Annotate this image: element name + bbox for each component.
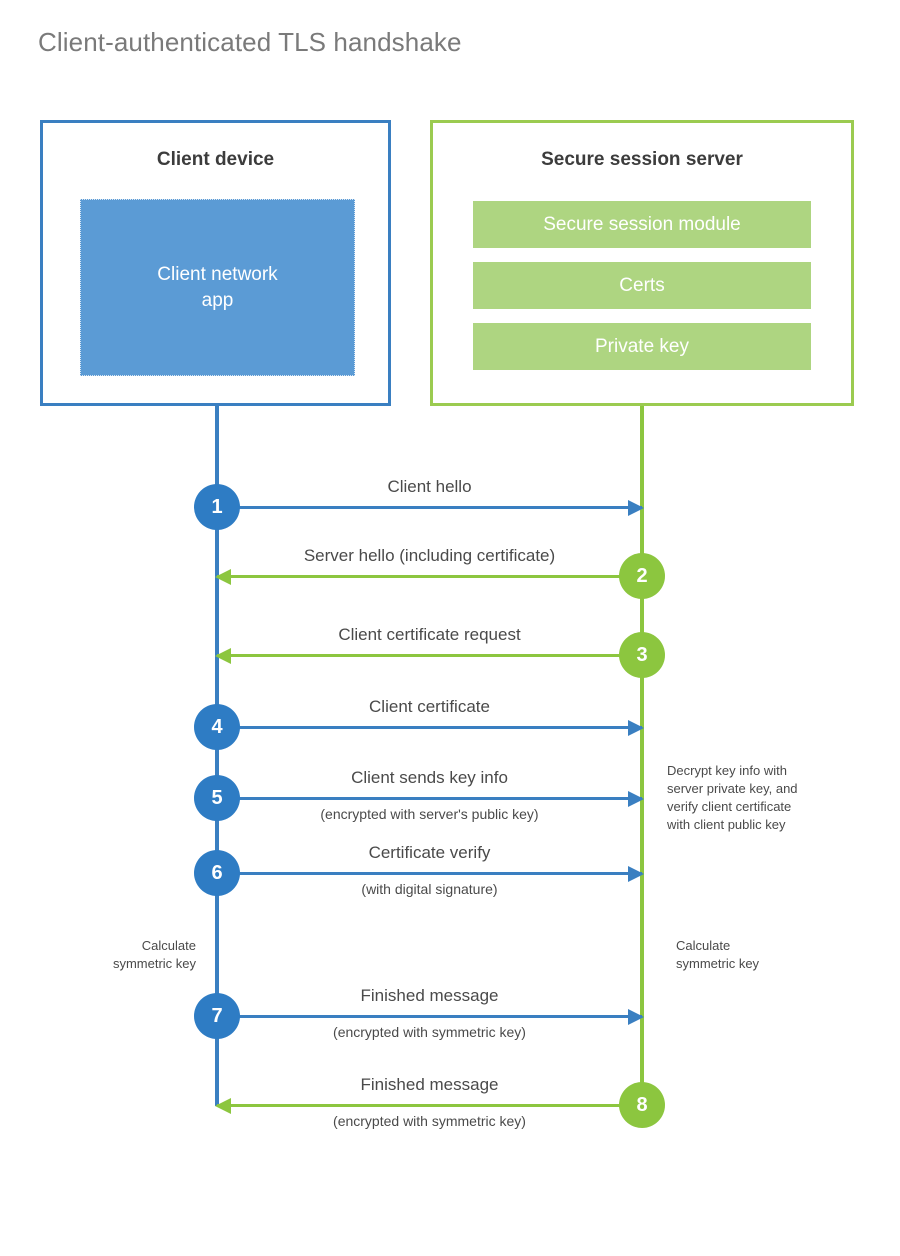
step-number-badge-5: 5	[194, 775, 240, 821]
message-label: Client certificate	[369, 697, 490, 716]
message-sublabel: (encrypted with server's public key)	[320, 806, 539, 822]
secure-session-server-box: Secure session server Secure session mod…	[430, 120, 854, 406]
message-label: Client sends key info	[351, 768, 508, 787]
arrow-head-right-icon	[628, 720, 644, 736]
arrow-head-right-icon	[628, 500, 644, 516]
message-label: Server hello (including certificate)	[303, 546, 556, 565]
arrow-shaft	[217, 506, 642, 509]
server-lifeline	[640, 406, 644, 1106]
arrow-shaft	[217, 726, 642, 729]
message-sublabel: (with digital signature)	[361, 881, 498, 897]
step-number-badge-1: 1	[194, 484, 240, 530]
server-component-private-key: Private key	[473, 323, 811, 370]
message-label: Finished message	[360, 986, 499, 1005]
client-device-title: Client device	[156, 149, 275, 170]
client-calculate-symmetric-key-note: Calculate symmetric key	[112, 938, 196, 971]
message-sublabel: (encrypted with symmetric key)	[333, 1024, 526, 1040]
secure-session-server-title: Secure session server	[541, 149, 743, 170]
arrow-shaft	[217, 797, 642, 800]
arrow-shaft	[217, 575, 642, 578]
step-number-badge-8: 8	[619, 1082, 665, 1128]
arrow-shaft	[217, 872, 642, 875]
client-device-box: Client device Client network app	[40, 120, 391, 406]
server-component-certs: Certs	[473, 262, 811, 309]
page-title: Client-authenticated TLS handshake	[38, 27, 462, 57]
message-label: Client certificate request	[338, 625, 521, 644]
message-label: Certificate verify	[368, 843, 491, 862]
step-number-badge-6: 6	[194, 850, 240, 896]
arrow-head-left-icon	[215, 648, 231, 664]
step-number-badge-4: 4	[194, 704, 240, 750]
arrow-shaft	[217, 654, 642, 657]
server-decrypt-note: Decrypt key info with server private key…	[667, 763, 798, 832]
step-number-badge-2: 2	[619, 553, 665, 599]
message-sublabel: (encrypted with symmetric key)	[333, 1113, 526, 1129]
server-component-secure-session-module: Secure session module	[473, 201, 811, 248]
client-network-app-block: Client network app	[80, 199, 355, 376]
arrow-head-right-icon	[628, 791, 644, 807]
message-label: Finished message	[360, 1075, 499, 1094]
arrow-head-right-icon	[628, 1009, 644, 1025]
arrow-shaft	[217, 1104, 642, 1107]
server-component-label: Secure session module	[543, 213, 741, 235]
message-label: Client hello	[387, 477, 472, 496]
step-number-badge-7: 7	[194, 993, 240, 1039]
server-component-label: Certs	[619, 274, 665, 296]
arrow-head-left-icon	[215, 1098, 231, 1114]
arrow-head-right-icon	[628, 866, 644, 882]
server-component-label: Private key	[595, 335, 689, 357]
arrow-head-left-icon	[215, 569, 231, 585]
client-network-app-label: Client network app	[157, 263, 278, 311]
client-lifeline	[215, 406, 219, 1106]
server-calculate-symmetric-key-note: Calculate symmetric key	[676, 938, 760, 971]
step-number-badge-3: 3	[619, 632, 665, 678]
arrow-shaft	[217, 1015, 642, 1018]
